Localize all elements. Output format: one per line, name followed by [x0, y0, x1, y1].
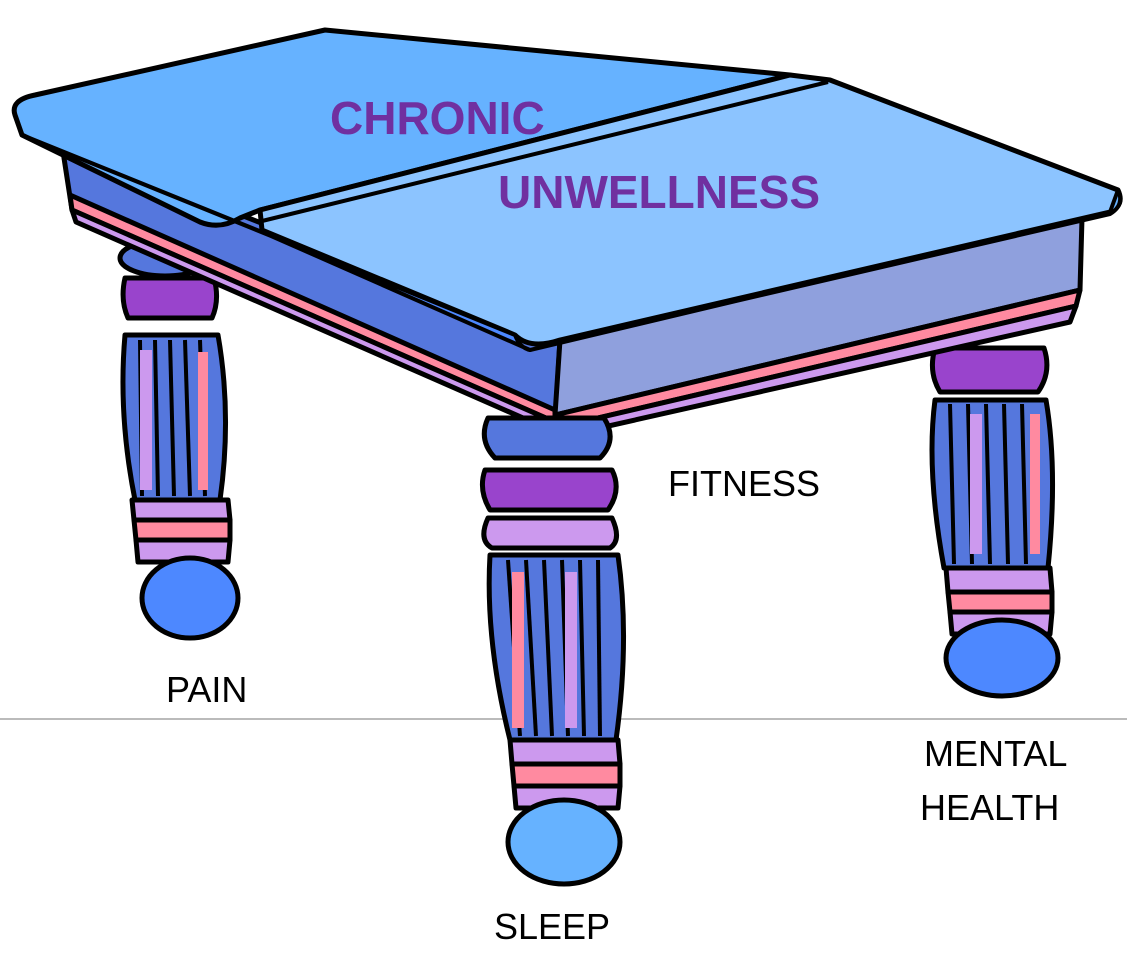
label-fitness: FITNESS — [668, 462, 820, 506]
title-line-2: UNWELLNESS — [498, 166, 820, 218]
leg-sleep — [482, 418, 623, 884]
label-health: HEALTH — [920, 786, 1059, 830]
label-pain: PAIN — [166, 668, 247, 712]
title-line-1: CHRONIC — [330, 92, 545, 144]
label-mental: MENTAL — [924, 732, 1067, 776]
leg-pain — [120, 240, 238, 638]
leg-mental-health — [932, 348, 1058, 696]
label-sleep: SLEEP — [494, 905, 610, 949]
